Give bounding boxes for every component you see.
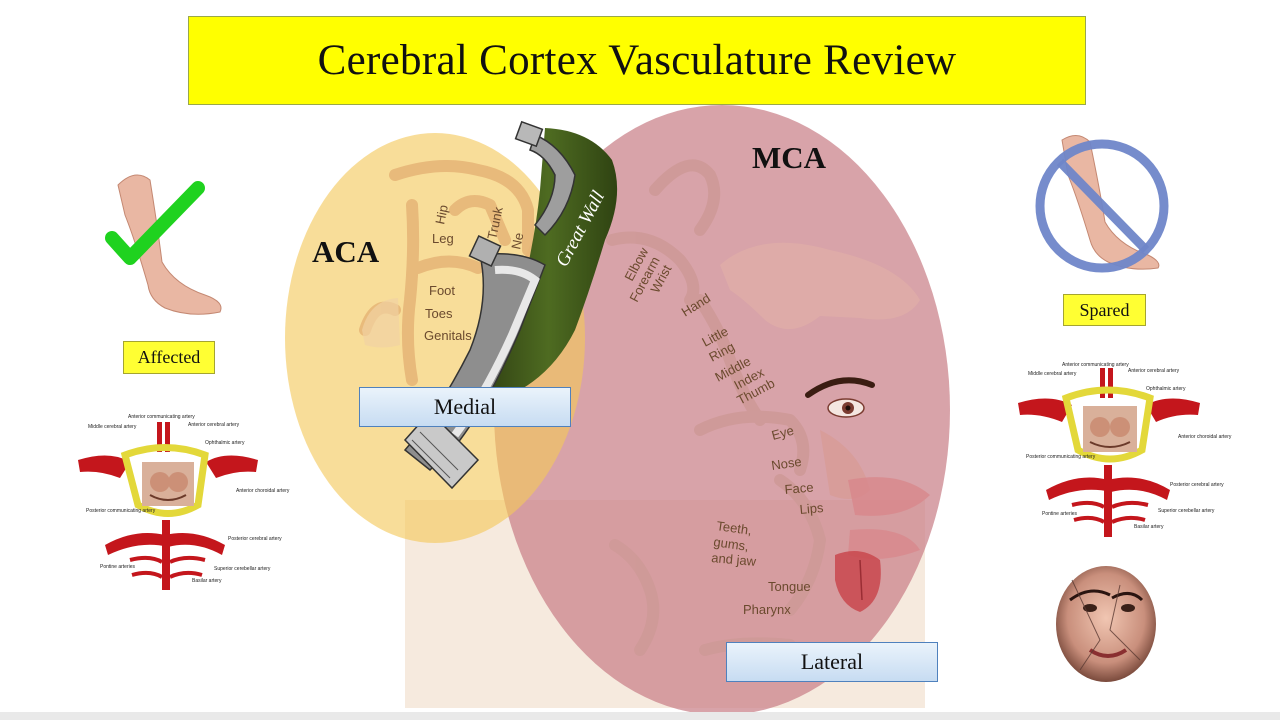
cow-left-pontine: Pontine arteries (100, 564, 136, 570)
cow-right-anterior-cerebral: Anterior cerebral artery (1128, 368, 1180, 374)
cow-right-posterior-cerebral: Posterior cerebral artery (1170, 482, 1224, 488)
lateral-gyri-outline (606, 159, 826, 656)
cow-left-anterior-choroidal: Anterior choroidal artery (236, 488, 290, 494)
label-trunk: Trunk (484, 205, 506, 241)
label-genitals: Genitals (424, 328, 472, 343)
label-leg: Leg (432, 231, 454, 246)
label-lips: Lips (799, 500, 825, 517)
checkmark-icon (105, 181, 205, 265)
cow-right-posterior-communicating: Posterior communicating artery (1026, 454, 1096, 460)
face-illustration (805, 377, 930, 612)
face-portrait (1056, 566, 1156, 682)
label-neck: Ne (508, 231, 526, 250)
label-nose: Nose (770, 454, 802, 473)
label-foot: Foot (429, 283, 455, 298)
cow-left-superior-cerebellar: Superior cerebellar artery (214, 566, 271, 572)
spared-tag: Spared (1063, 294, 1146, 326)
cow-right-ophthalmic: Ophthalmic artery (1146, 386, 1186, 392)
circle-of-willis-right: Middle cerebral artery Anterior communic… (1018, 362, 1232, 537)
label-jaw: and jaw (711, 550, 758, 569)
mca-label: MCA (752, 140, 827, 175)
title-banner: Cerebral Cortex Vasculature Review (188, 16, 1086, 105)
label-gums: gums, (713, 534, 750, 554)
aca-label: ACA (312, 234, 380, 269)
cow-left-posterior-cerebral: Posterior cerebral artery (228, 536, 282, 542)
label-pharynx: Pharynx (743, 602, 791, 617)
label-hip: Hip (432, 203, 451, 225)
cow-left-anterior-cerebral: Anterior cerebral artery (188, 422, 240, 428)
cow-left-posterior-communicating: Posterior communicating artery (86, 508, 156, 514)
cow-right-middle-cerebral: Middle cerebral artery (1028, 371, 1077, 377)
cow-right-superior-cerebellar: Superior cerebellar artery (1158, 508, 1215, 514)
lateral-label-box: Lateral (726, 642, 938, 682)
label-face: Face (784, 480, 814, 497)
prohibition-icon (1035, 139, 1169, 273)
label-toes: Toes (425, 306, 453, 321)
foot-illustration (362, 298, 400, 348)
medial-label-box: Medial (359, 387, 571, 427)
affected-leg-illustration (117, 174, 222, 315)
cow-right-basilar: Basilar artery (1134, 524, 1164, 530)
cow-right-anterior-choroidal: Anterior choroidal artery (1178, 434, 1232, 440)
bottom-strip (0, 712, 1280, 720)
aca-region (285, 133, 585, 543)
cow-left-anterior-communicating: Anterior communicating artery (128, 414, 195, 420)
label-eye: Eye (770, 423, 796, 443)
cow-left-basilar: Basilar artery (192, 578, 222, 584)
hand-illustration (720, 242, 920, 330)
affected-tag: Affected (123, 341, 215, 374)
spared-leg-illustration (1061, 135, 1160, 270)
cow-left-ophthalmic: Ophthalmic artery (205, 440, 245, 446)
label-tongue: Tongue (768, 579, 811, 594)
circle-of-willis-left: Middle cerebral artery Anterior communic… (78, 414, 290, 590)
label-teeth: Teeth, (716, 518, 753, 538)
cow-right-pontine: Pontine arteries (1042, 511, 1078, 517)
cow-left-middle-cerebral: Middle cerebral artery (88, 424, 137, 430)
cow-right-anterior-communicating: Anterior communicating artery (1062, 362, 1129, 368)
page-title: Cerebral Cortex Vasculature Review (317, 37, 957, 84)
